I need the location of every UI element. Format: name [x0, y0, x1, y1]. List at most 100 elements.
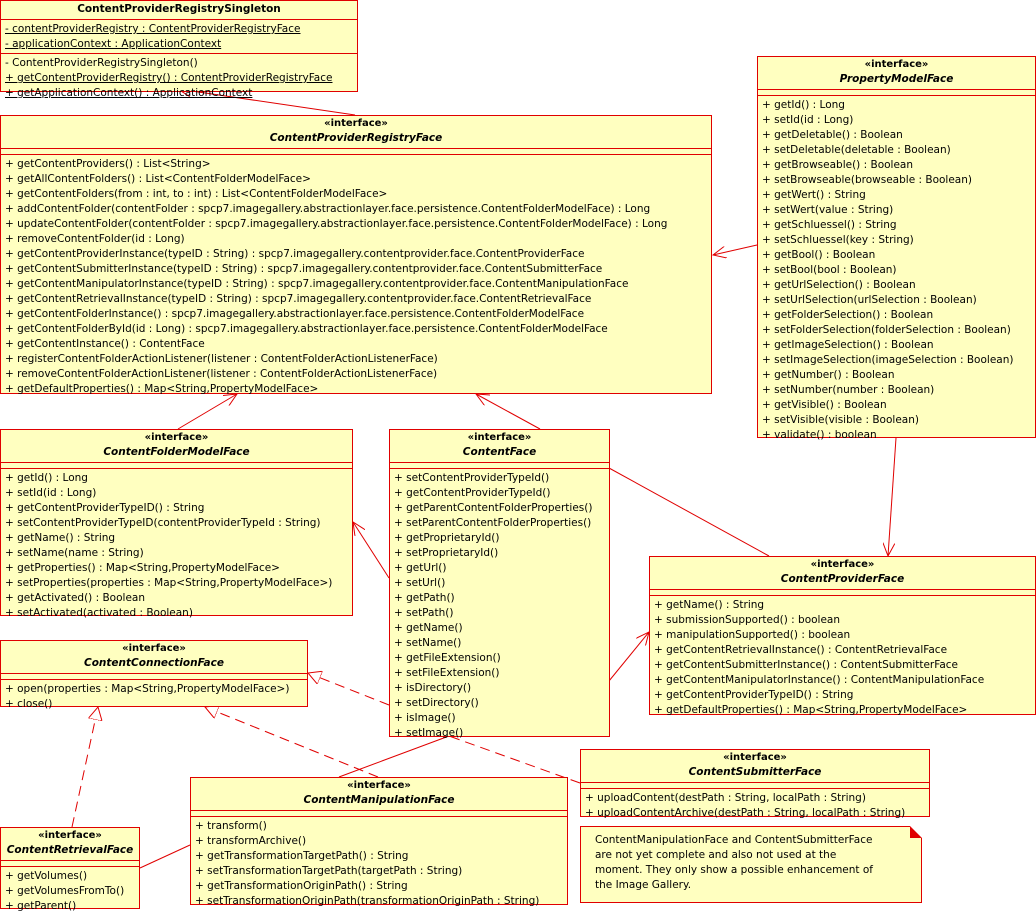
stereotype-label: «interface»	[38, 830, 102, 841]
class-content[interactable]: «interface»ContentFace+ setContentProvid…	[389, 429, 610, 739]
operation: + getContentRetrievalInstance(typeID : S…	[5, 293, 592, 305]
operations-compartment: + getId() : Long+ setId(id : Long)+ getC…	[1, 469, 352, 622]
operation: + getContentProviderTypeID() : String	[654, 689, 854, 701]
operation: + setContentProviderTypeID(contentProvid…	[5, 517, 321, 529]
operation: + isImage()	[394, 712, 456, 724]
operation: + getTransformationOriginPath() : String	[195, 880, 408, 892]
class-property[interactable]: «interface»PropertyModelFace+ getId() : …	[757, 56, 1036, 441]
attributes-compartment	[191, 811, 567, 817]
operation: + getBool() : Boolean	[762, 249, 876, 261]
operation: + getDefaultProperties() : Map<String,Pr…	[5, 383, 319, 395]
class-submitter[interactable]: «interface»ContentSubmitterFace+ uploadC…	[580, 749, 930, 819]
operation: + removeContentFolder(id : Long)	[5, 233, 185, 245]
class-provider[interactable]: «interface»ContentProviderFace+ getName(…	[649, 556, 1036, 716]
operation: + setId(id : Long)	[762, 114, 854, 126]
operation: + getApplicationContext() : ApplicationC…	[5, 87, 253, 99]
attribute: - contentProviderRegistry : ContentProvi…	[5, 23, 301, 35]
operation: + getContentProviderRegistry() : Content…	[5, 72, 333, 84]
operation: + close()	[5, 698, 53, 710]
association-content-folder	[353, 522, 390, 579]
operations-compartment: + getContentProviders() : List<String>+ …	[1, 155, 711, 398]
operation: + setProperties(properties : Map<String,…	[5, 577, 333, 589]
class-connection[interactable]: «interface»ContentConnectionFace+ open(p…	[0, 640, 308, 710]
operation: + getVisible() : Boolean	[762, 399, 887, 411]
association-content-provider	[608, 632, 649, 682]
operation: + setUrlSelection(urlSelection : Boolean…	[762, 294, 977, 306]
operation: + setNumber(number : Boolean)	[762, 384, 935, 396]
operation: + getBrowseable() : Boolean	[762, 159, 914, 171]
operations-compartment: + uploadContent(destPath : String, local…	[581, 789, 929, 822]
link-content-manipulation	[338, 735, 450, 778]
operation: + getWert() : String	[762, 189, 866, 201]
note-fold-icon	[910, 826, 922, 838]
realization-content-connection	[308, 673, 390, 706]
operation: + getUrlSelection() : Boolean	[762, 279, 916, 291]
operation: + setUrl()	[394, 577, 446, 589]
attribute: - applicationContext : ApplicationContex…	[5, 38, 222, 50]
class-name: ContentRetrievalFace	[6, 844, 134, 856]
operation: + setPath()	[394, 607, 454, 619]
operation: + setWert(value : String)	[762, 204, 894, 216]
class-retrieval[interactable]: «interface» ContentRetrievalFace + getVolu…	[0, 827, 140, 912]
operation: + getTransformationTargetPath() : String	[195, 850, 409, 862]
operation: + setDeletable(deletable : Boolean)	[762, 144, 951, 156]
operation: + getParent()	[5, 900, 77, 912]
operation: + getDefaultProperties() : Map<String,Pr…	[654, 704, 968, 716]
operation: + setTransformationOriginPath(transforma…	[195, 895, 540, 907]
operation: + getNumber() : Boolean	[762, 369, 895, 381]
operation: + setImageSelection(imageSelection : Boo…	[762, 354, 1014, 366]
operation: + uploadContent(destPath : String, local…	[585, 792, 866, 804]
operation: + getProperties() : Map<String,PropertyM…	[5, 562, 280, 574]
operation: + getContentRetrievalInstance() : Conten…	[654, 644, 948, 656]
class-header: «interface» ContentProviderFace	[650, 557, 1035, 590]
operation: - ContentProviderRegistrySingleton()	[5, 57, 198, 69]
operation: + getName() : String	[5, 532, 116, 544]
stereotype-label: «interface»	[324, 118, 388, 129]
operation: + getProprietaryId()	[394, 532, 500, 544]
operation: + getId() : Long	[5, 472, 88, 484]
operation: + validate() : boolean	[762, 429, 877, 441]
operation: + getContentInstance() : ContentFace	[5, 338, 205, 350]
link-retrieval-manipulation	[139, 844, 191, 869]
class-header: «interface»PropertyModelFace	[758, 57, 1035, 90]
note-line: ContentManipulationFace and ContentSubmi…	[595, 834, 873, 846]
operation: + getDeletable() : Boolean	[762, 129, 903, 141]
realization-retrieval-connection	[71, 707, 98, 828]
stereotype-label: «interface»	[122, 643, 186, 654]
operation: + getImageSelection() : Boolean	[762, 339, 934, 351]
stereotype-label: «interface»	[810, 559, 875, 570]
operation: + removeContentFolderActionListener(list…	[5, 368, 438, 380]
attributes-compartment	[650, 590, 1035, 596]
operation: + submissionSupported() : boolean	[654, 614, 841, 626]
operation: + setActivated(activated : Boolean)	[5, 607, 193, 619]
class-manipulation[interactable]: «interface»ContentManipulationFace+ tran…	[190, 777, 568, 907]
operation: + setName(name : String)	[5, 547, 144, 559]
class-header: «interface»ContentFace	[390, 430, 609, 463]
class-name: ContentProviderFace	[780, 573, 905, 585]
operation: + getContentManipulatorInstance() : Cont…	[654, 674, 985, 686]
class-header: «interface»ContentConnectionFace	[1, 641, 307, 674]
operation: + isDirectory()	[394, 682, 472, 694]
operation: + getUrl()	[394, 562, 447, 574]
operation: + getContentProviderInstance(typeID : St…	[5, 248, 585, 260]
operation: + getVolumesFromTo()	[5, 885, 125, 897]
class-header: ContentProviderRegistrySingleton	[1, 1, 357, 20]
note-line: moment. They only show a possible enhanc…	[595, 864, 873, 876]
attributes-compartment: - contentProviderRegistry : ContentProvi…	[1, 20, 357, 54]
operation: + getContentProviderTypeId()	[394, 487, 551, 499]
attributes-compartment	[1, 861, 139, 867]
operation: + getContentManipulatorInstance(typeID :…	[5, 278, 629, 290]
operation: + getPath()	[394, 592, 455, 604]
operations-compartment: - ContentProviderRegistrySingleton() + ge…	[1, 54, 357, 102]
class-registry[interactable]: «interface» ContentProviderRegistryFace + …	[0, 115, 712, 395]
class-singleton[interactable]: ContentProviderRegistrySingleton - conten…	[0, 0, 358, 99]
operation: + getContentSubmitterInstance(typeID : S…	[5, 263, 603, 275]
operation: + setImage()	[394, 727, 464, 739]
dependency-submitter-content	[448, 735, 581, 784]
class-header: «interface» ContentProviderRegistryFace	[1, 116, 711, 149]
class-name: ContentProviderRegistryFace	[269, 132, 443, 144]
association-property-registry	[713, 244, 758, 255]
class-folder[interactable]: «interface»ContentFolderModelFace+ getId…	[0, 429, 353, 619]
class-name: ContentProviderRegistrySingleton	[77, 3, 281, 15]
class-name: ContentManipulationFace	[303, 794, 455, 806]
